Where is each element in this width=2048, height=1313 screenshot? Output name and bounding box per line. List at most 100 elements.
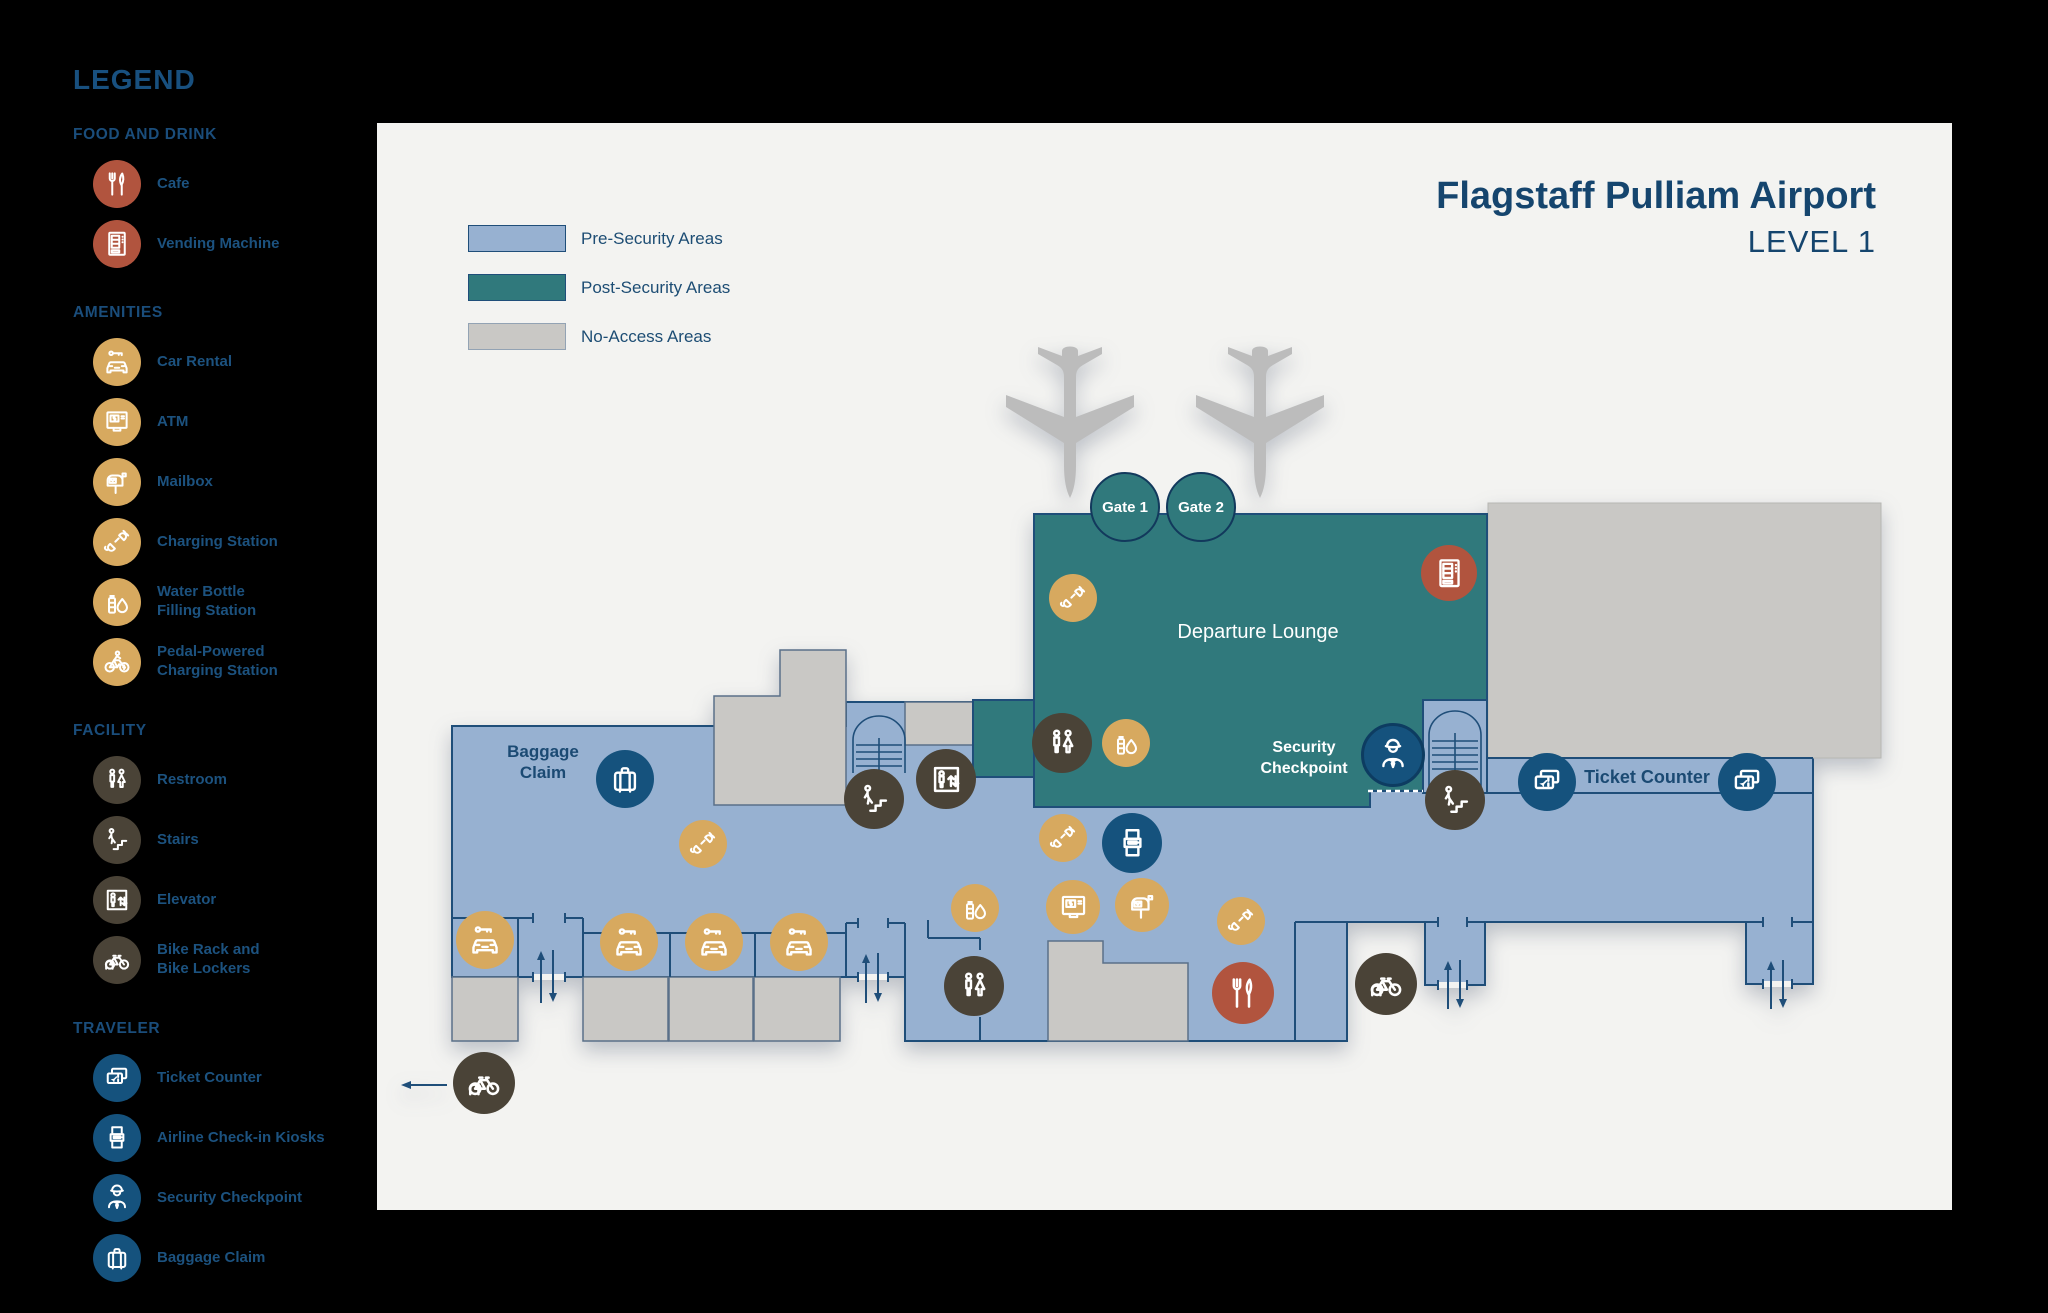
charging-station-marker [1049,574,1097,622]
legend-item-label: Car Rental [157,352,233,370]
security-checkpoint-marker [1361,723,1425,787]
car-rental-marker [600,913,658,971]
legend-item-cafe: Cafe [93,154,377,214]
water-bottle-icon [108,595,128,614]
legend-item-label: Ticket Counter [157,1068,262,1086]
legend-item-water-bottle: Water Bottle Filling Station [93,572,377,632]
legend-item-stairs: Stairs [93,810,377,870]
area-legend-label: Pre-Security Areas [581,228,723,248]
car-rental-icon [701,928,727,956]
charging-station-icon [1049,825,1076,848]
pre-area-swatch [468,225,566,252]
no-access-block-large [1487,502,1882,759]
map-subtitle: LEVEL 1 [1747,224,1876,259]
elevator-icon [106,889,128,911]
gate-circle: Gate 1 [1090,472,1160,542]
no-access-block [668,976,754,1042]
legend-item-label: Restroom [157,770,228,788]
post-security-small-area [972,699,1035,778]
stairs-legend-circle [93,816,141,864]
legend-item-label: Elevator [157,890,217,908]
legend-section-header: FOOD AND DRINK [73,126,217,143]
car-rental-legend-circle [93,338,141,386]
area-legend-row-post: Post-Security Areas [468,274,730,301]
stairs-icon [863,784,887,812]
atm-marker [1046,880,1100,934]
area-legend-row-none: No-Access Areas [468,323,730,350]
check-in-kiosk-icon [109,1126,125,1149]
stairs-marker [844,769,904,829]
legend-item-label: Charging Station [157,532,278,550]
restroom-marker [1032,713,1092,773]
legend-section-header: FACILITY [73,722,147,739]
legend-item-car-rental: Car Rental [93,332,377,392]
gate-circle: Gate 2 [1166,472,1236,542]
legend-item-baggage-claim: Baggage Claim [93,1228,377,1288]
post-area-swatch [468,274,566,301]
legend-item-label: Water Bottle Filling Station [157,583,257,619]
stairs-icon [108,828,128,851]
bike-rack-icon [104,954,130,970]
legend-item-check-in-kiosk: Airline Check-in Kiosks [93,1108,377,1168]
security-checkpoint-icon [1382,738,1404,769]
map-panel: Flagstaff Pulliam Airport LEVEL 1 Pre-Se… [377,123,1952,1210]
atm-legend-circle [93,398,141,446]
no-access-block [753,976,841,1042]
ticket-counter-label: Ticket Counter [1584,767,1710,787]
restroom-icon [964,971,985,996]
cafe-legend-circle [93,160,141,208]
vending-machine-marker [1421,545,1477,601]
restroom-icon [1052,728,1073,753]
area-legend-label: Post-Security Areas [581,277,731,297]
ticket-counter-legend-circle [93,1054,141,1102]
no-access-building [713,649,847,806]
stairwell-graphic [852,715,906,773]
legend-item-bike-rack: Bike Rack and Bike Lockers [93,930,377,990]
legend-item-pedal-charging: Pedal-Powered Charging Station [93,632,377,692]
bike-rack-marker [1355,953,1417,1015]
legend-item-charging-station: Charging Station [93,512,377,572]
restroom-icon [109,768,126,788]
car-rental-icon [786,928,812,956]
water-bottle-legend-circle [93,578,141,626]
restroom-legend-circle [93,756,141,804]
legend-item-label: Pedal-Powered Charging Station [157,643,278,679]
stairs-icon [1444,785,1468,813]
stairs-marker [1425,770,1485,830]
charging-station-marker [1217,897,1265,945]
water-bottle-icon [1117,736,1137,755]
car-rental-marker [685,913,743,971]
mailbox-marker [1115,878,1169,932]
no-access-block [451,976,519,1042]
security-checkpoint-label: Security Checkpoint [1260,739,1348,777]
charging-station-icon [1059,585,1086,608]
door-ticks [532,913,1793,990]
bike-rack-legend-circle [93,936,141,984]
legend-section-header: AMENITIES [73,304,163,321]
area-legend-label: No-Access Areas [581,326,712,346]
water-bottle-icon [966,901,986,920]
check-in-kiosk-icon [1122,828,1142,856]
legend-item-security-checkpoint: Security Checkpoint [93,1168,377,1228]
pedal-charging-icon [104,650,130,673]
legend-item-atm: ATM [93,392,377,452]
mailbox-icon [1130,894,1153,919]
legend-item-label: Baggage Claim [157,1248,266,1266]
security-checkpoint-icon [108,1184,126,1209]
legend-item-label: ATM [157,412,189,430]
none-area-swatch [468,323,566,350]
departure-lounge-label: Departure Lounge [1177,621,1339,643]
no-access-block [904,701,974,746]
legend-item-label: Bike Rack and Bike Lockers [157,941,260,977]
check-in-kiosk-marker [1102,813,1162,873]
ticket-counter-marker [1718,753,1776,811]
ticket-counter-icon [1734,769,1760,790]
legend-item-vending-machine: Vending Machine [93,214,377,274]
legend-item-label: Mailbox [157,472,213,490]
legend-item-label: Stairs [157,830,199,848]
cafe-marker [1212,962,1274,1024]
